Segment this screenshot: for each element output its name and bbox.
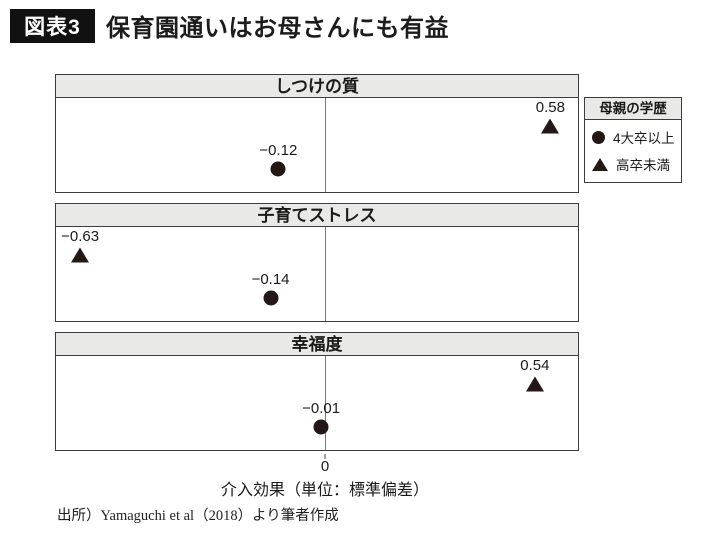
figure-header: 図表3 保育園通いはお母さんにも有益 [10,8,449,43]
source-note: 出所）Yamaguchi et al（2018）より筆者作成 [57,508,339,524]
legend-item-college-grad: 4大卒以上 [592,127,675,147]
zero-tick-label: 0 [320,458,330,475]
panel-plot-area: −0.01 0.54 [56,356,578,450]
legend: 母親の学歴 4大卒以上 高卒未満 [584,97,682,183]
x-axis-label: 介入効果（単位：標準偏差） [220,482,429,499]
legend-title: 母親の学歴 [585,98,681,120]
legend-item-less-than-hs: 高卒未満 [592,154,674,174]
data-point-label: −0.14 [251,270,290,288]
legend-item-label: 4大卒以上 [613,131,675,146]
panel-title: しつけの質 [56,75,578,98]
zero-gridline [324,98,326,192]
zero-tick [324,454,326,459]
data-point-triangle [71,247,90,263]
data-point-label: −0.12 [259,141,298,159]
data-point-label: 0.54 [520,357,550,375]
chart-panels: しつけの質 −0.12 0.58 子育てストレス −0.14 −0.63 幸福度 −… [55,74,579,451]
zero-gridline [324,227,326,321]
data-point-circle [313,419,329,434]
panel-title: 幸福度 [56,333,578,356]
legend-item-label: 高卒未満 [616,158,670,173]
x-axis: 0 介入効果（単位：標準偏差） [55,454,579,499]
panel-title: 子育てストレス [56,204,578,227]
panel-parenting-stress: 子育てストレス −0.14 −0.63 [55,203,579,322]
data-point-label: −0.63 [61,228,100,246]
figure-number-badge: 図表3 [10,8,95,43]
panel-plot-area: −0.14 −0.63 [56,227,578,321]
data-point-circle [270,161,286,176]
data-point-circle [263,290,279,305]
panel-plot-area: −0.12 0.58 [56,98,578,192]
figure-title: 保育園通いはお母さんにも有益 [106,15,449,42]
circle-marker-icon [592,130,605,144]
panel-happiness: 幸福度 −0.01 0.54 [55,332,579,451]
zero-gridline [324,356,326,450]
panel-discipline-quality: しつけの質 −0.12 0.58 [55,74,579,193]
data-point-label: 0.58 [535,99,565,117]
data-point-label: −0.01 [302,399,341,417]
legend-items: 4大卒以上 高卒未満 [585,120,681,182]
data-point-triangle [525,376,544,392]
data-point-triangle [541,118,560,134]
triangle-marker-icon [592,157,608,171]
